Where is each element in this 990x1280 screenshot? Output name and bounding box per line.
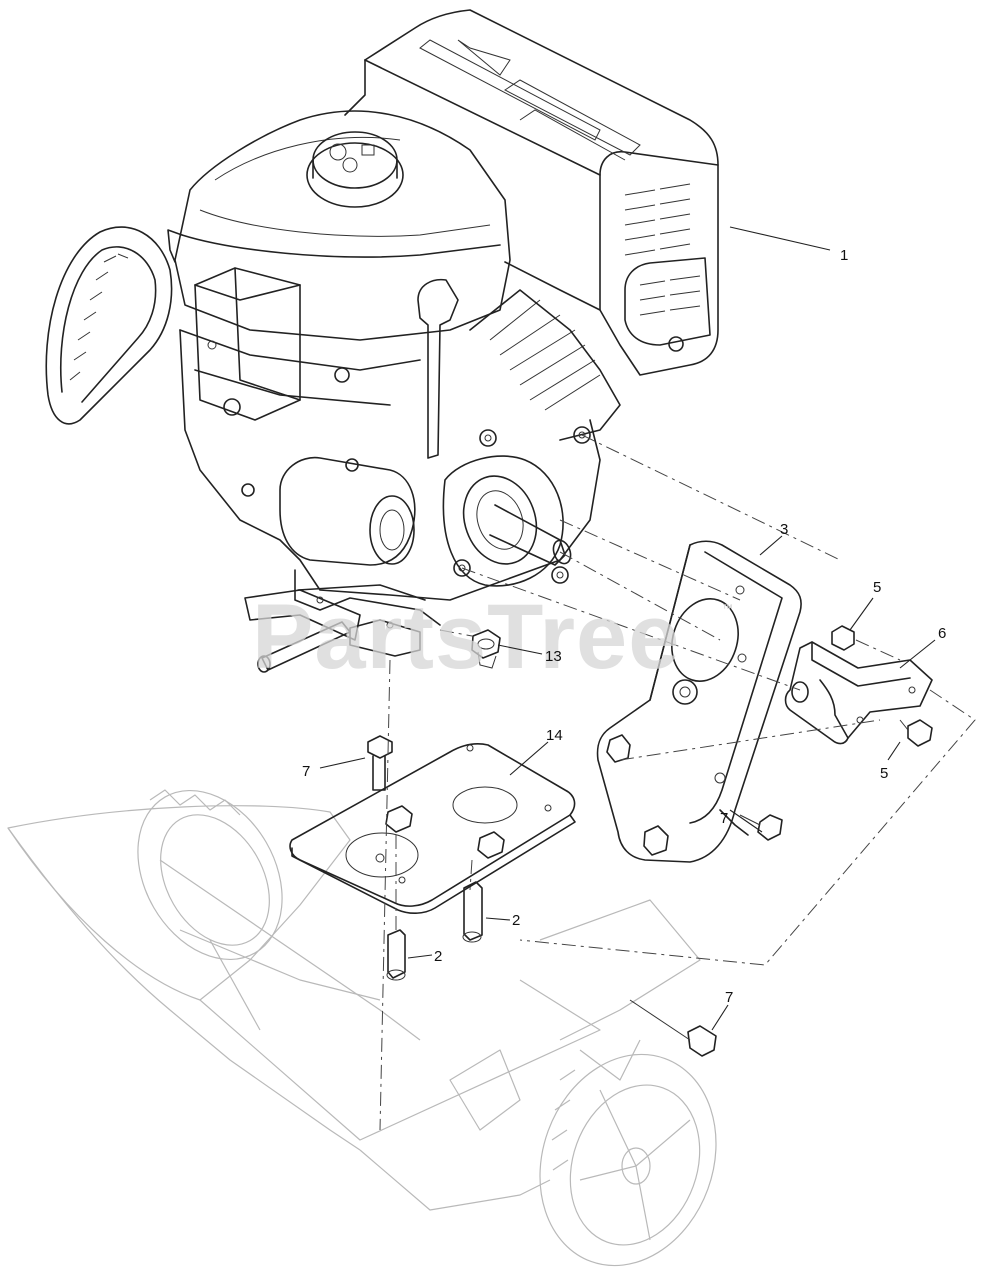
flange-nut [471,629,501,669]
fasteners [367,625,933,1057]
callout-14: 14 [546,727,563,744]
callouts: 1 3 5 6 5 7 7 7 13 14 2 2 [302,226,946,1031]
engine-mount-bracket [596,540,802,863]
svg-text:™: ™ [722,603,733,615]
engine-bolts [241,367,591,584]
watermark: PartsTree ™ [252,586,733,688]
callout-7-lower: 7 [725,989,733,1006]
callout-3: 3 [780,521,788,538]
callout-2-right: 2 [512,912,520,929]
muffler-vents [624,183,711,352]
svg-text:PartsTree: PartsTree [252,586,680,688]
left-wheel [137,789,283,961]
callout-7-bracket: 7 [720,810,728,827]
right-wheel [539,1053,717,1267]
ghost-frame [7,805,701,1211]
engine-assembly [45,9,719,673]
callout-5-lower: 5 [880,765,888,782]
callout-1: 1 [840,247,848,264]
assembly-lines [379,434,976,1131]
callout-2-left: 2 [434,948,442,965]
base-plate [289,743,576,914]
callout-7-upper: 7 [302,763,310,780]
muffler-bracket [784,641,933,745]
callout-13: 13 [545,648,562,665]
callout-5-upper: 5 [873,579,881,596]
callout-6: 6 [938,625,946,642]
